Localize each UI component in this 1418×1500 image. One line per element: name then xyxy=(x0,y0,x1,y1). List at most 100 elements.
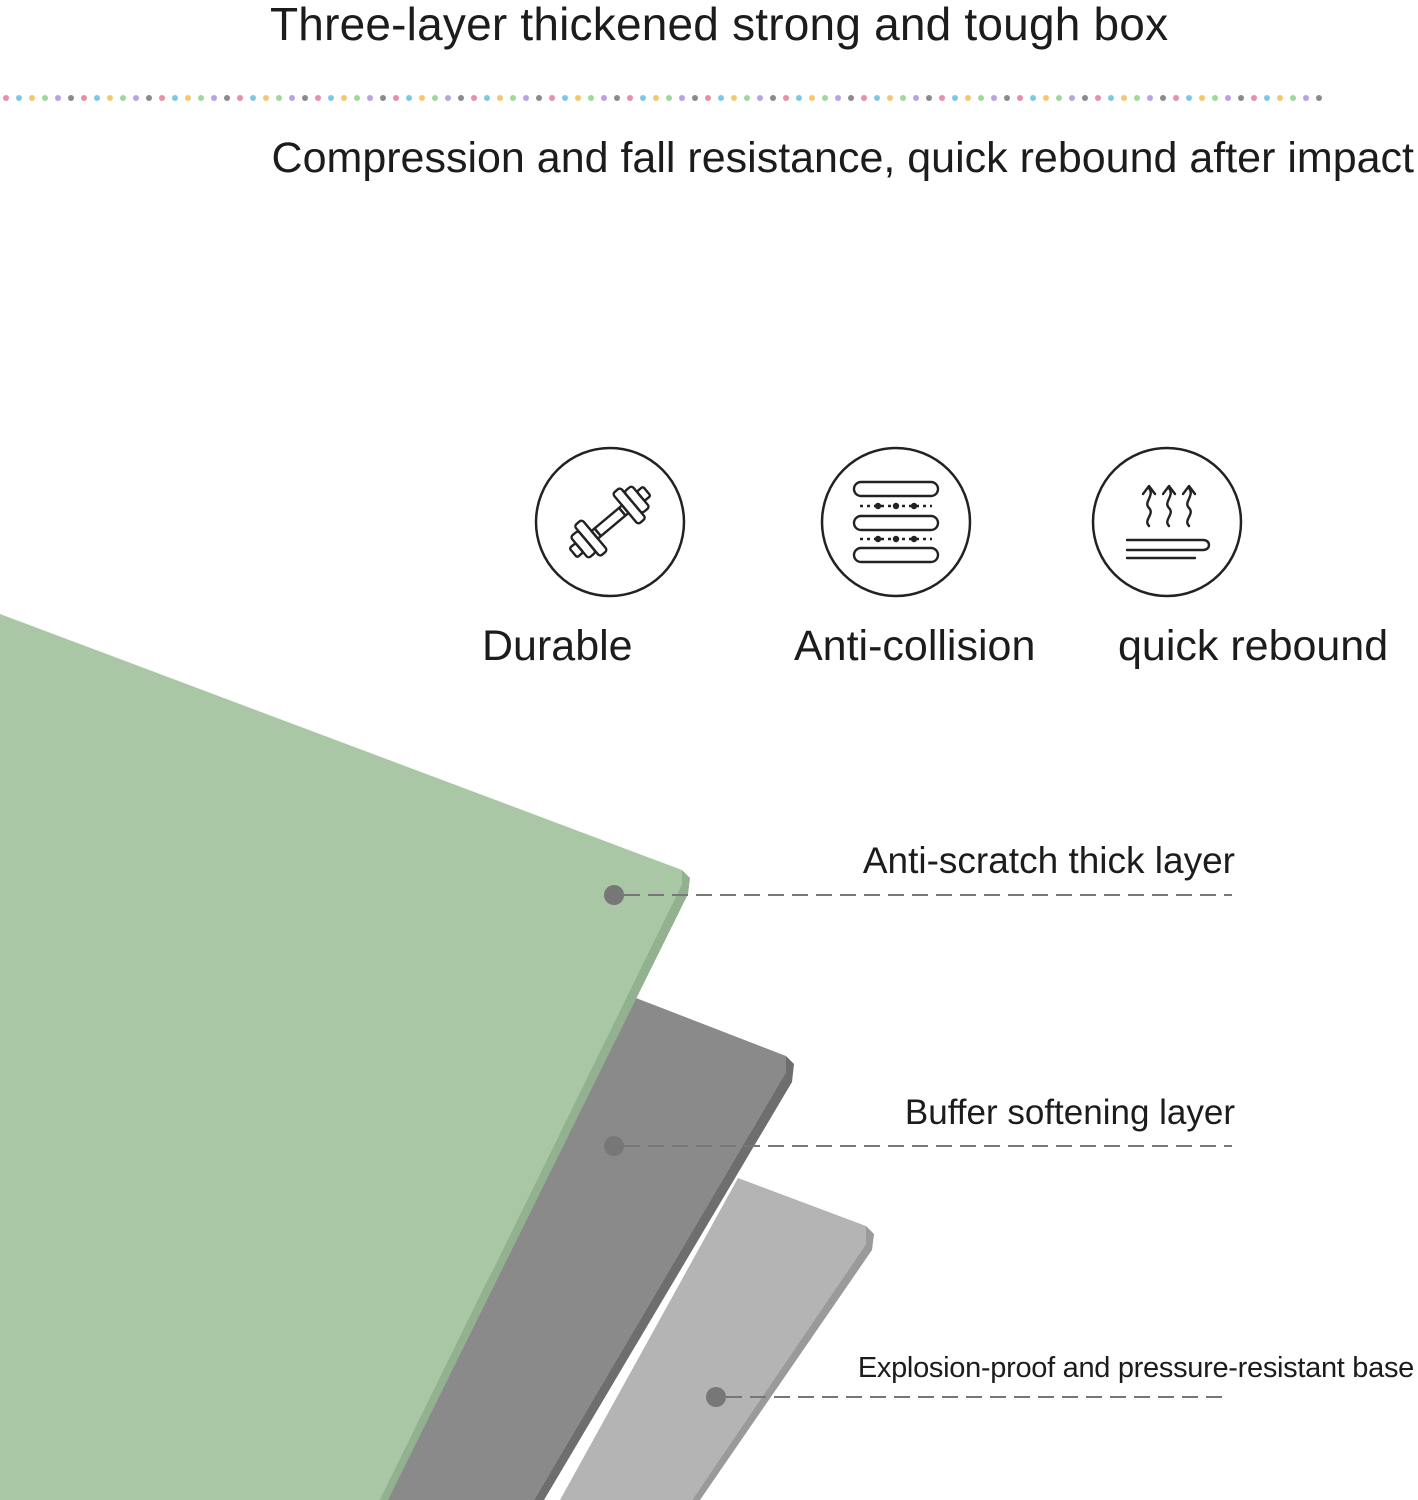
divider-dot xyxy=(341,95,347,101)
dumbbell-icon xyxy=(534,446,686,598)
divider-dot xyxy=(445,95,451,101)
divider-dot xyxy=(432,95,438,101)
divider-dot xyxy=(939,95,945,101)
divider-dot xyxy=(627,95,633,101)
divider-dot xyxy=(822,95,828,101)
feature-label-durable: Durable xyxy=(482,622,633,670)
divider-dot xyxy=(172,95,178,101)
divider-dot xyxy=(874,95,880,101)
divider-dot xyxy=(315,95,321,101)
divider-dot xyxy=(68,95,74,101)
page-title: Three-layer thickened strong and tough b… xyxy=(270,0,1169,50)
divider-dot xyxy=(42,95,48,101)
divider-dot xyxy=(1290,95,1296,101)
scratch-layer-slab xyxy=(0,614,690,1500)
divider-dot xyxy=(1004,95,1010,101)
divider-dot xyxy=(1212,95,1218,101)
layer-label-anti-scratch: Anti-scratch thick layer xyxy=(862,840,1235,881)
divider-dot xyxy=(783,95,789,101)
divider-dot xyxy=(1108,95,1114,101)
divider-dot xyxy=(237,95,243,101)
divider-dot xyxy=(471,95,477,101)
divider-dot xyxy=(484,95,490,101)
leader-line-base xyxy=(706,1387,1226,1407)
divider-dot xyxy=(419,95,425,101)
divider-dot xyxy=(757,95,763,101)
divider-dot xyxy=(1199,95,1205,101)
divider-dot xyxy=(1147,95,1153,101)
divider-dot xyxy=(1225,95,1231,101)
divider-dot xyxy=(796,95,802,101)
feature-label-anti-collision: Anti-collision xyxy=(794,622,1036,670)
page-subtitle: Compression and fall resistance, quick r… xyxy=(271,134,1414,182)
divider-dot xyxy=(198,95,204,101)
divider-dot xyxy=(1160,95,1166,101)
divider-dot xyxy=(510,95,516,101)
divider-dot xyxy=(3,95,9,101)
layer-label-base: Explosion-proof and pressure-resistant b… xyxy=(857,1352,1414,1384)
divider-dot xyxy=(16,95,22,101)
divider-dot xyxy=(250,95,256,101)
divider-dot xyxy=(458,95,464,101)
divider-dot xyxy=(588,95,594,101)
divider-dot xyxy=(55,95,61,101)
divider-dot xyxy=(380,95,386,101)
divider-dot xyxy=(640,95,646,101)
divider-dot xyxy=(354,95,360,101)
divider-dot xyxy=(120,95,126,101)
divider-dot xyxy=(848,95,854,101)
divider-dot xyxy=(94,95,100,101)
divider-dot xyxy=(29,95,35,101)
divider-dot xyxy=(666,95,672,101)
divider-dot xyxy=(133,95,139,101)
divider-dot xyxy=(913,95,919,101)
divider-dot xyxy=(1238,95,1244,101)
divider-dot xyxy=(900,95,906,101)
divider-dot xyxy=(1303,95,1309,101)
divider-dot xyxy=(159,95,165,101)
divider-dot xyxy=(835,95,841,101)
divider-dot xyxy=(367,95,373,101)
divider-dot xyxy=(328,95,334,101)
divider-dot xyxy=(653,95,659,101)
divider-dot xyxy=(497,95,503,101)
divider-dot xyxy=(731,95,737,101)
divider-dot xyxy=(926,95,932,101)
divider-dot xyxy=(562,95,568,101)
divider-dot xyxy=(406,95,412,101)
divider-dot xyxy=(952,95,958,101)
divider-dot xyxy=(146,95,152,101)
divider-dot xyxy=(393,95,399,101)
divider-dot xyxy=(1056,95,1062,101)
divider-dot xyxy=(1030,95,1036,101)
divider-dot xyxy=(991,95,997,101)
divider-dot xyxy=(1017,95,1023,101)
divider-dot xyxy=(718,95,724,101)
buffer-layer-slab xyxy=(372,998,794,1500)
divider-dot xyxy=(861,95,867,101)
divider-dot xyxy=(601,95,607,101)
divider-dot xyxy=(1134,95,1140,101)
divider-dot xyxy=(1186,95,1192,101)
layers-icon xyxy=(820,446,972,598)
divider-dot xyxy=(1251,95,1257,101)
divider-dot xyxy=(1173,95,1179,101)
divider-dot xyxy=(549,95,555,101)
divider-dot xyxy=(744,95,750,101)
divider-dot xyxy=(1095,95,1101,101)
divider-dot xyxy=(302,95,308,101)
divider-dot xyxy=(705,95,711,101)
divider-dot xyxy=(276,95,282,101)
divider-dot xyxy=(978,95,984,101)
divider-dot xyxy=(809,95,815,101)
dotted-divider xyxy=(3,95,1322,101)
divider-dot xyxy=(887,95,893,101)
divider-dot xyxy=(289,95,295,101)
divider-dot xyxy=(211,95,217,101)
divider-dot xyxy=(1277,95,1283,101)
divider-dot xyxy=(1082,95,1088,101)
leader-line-scratch xyxy=(604,885,1232,905)
divider-dot xyxy=(679,95,685,101)
divider-dot xyxy=(536,95,542,101)
